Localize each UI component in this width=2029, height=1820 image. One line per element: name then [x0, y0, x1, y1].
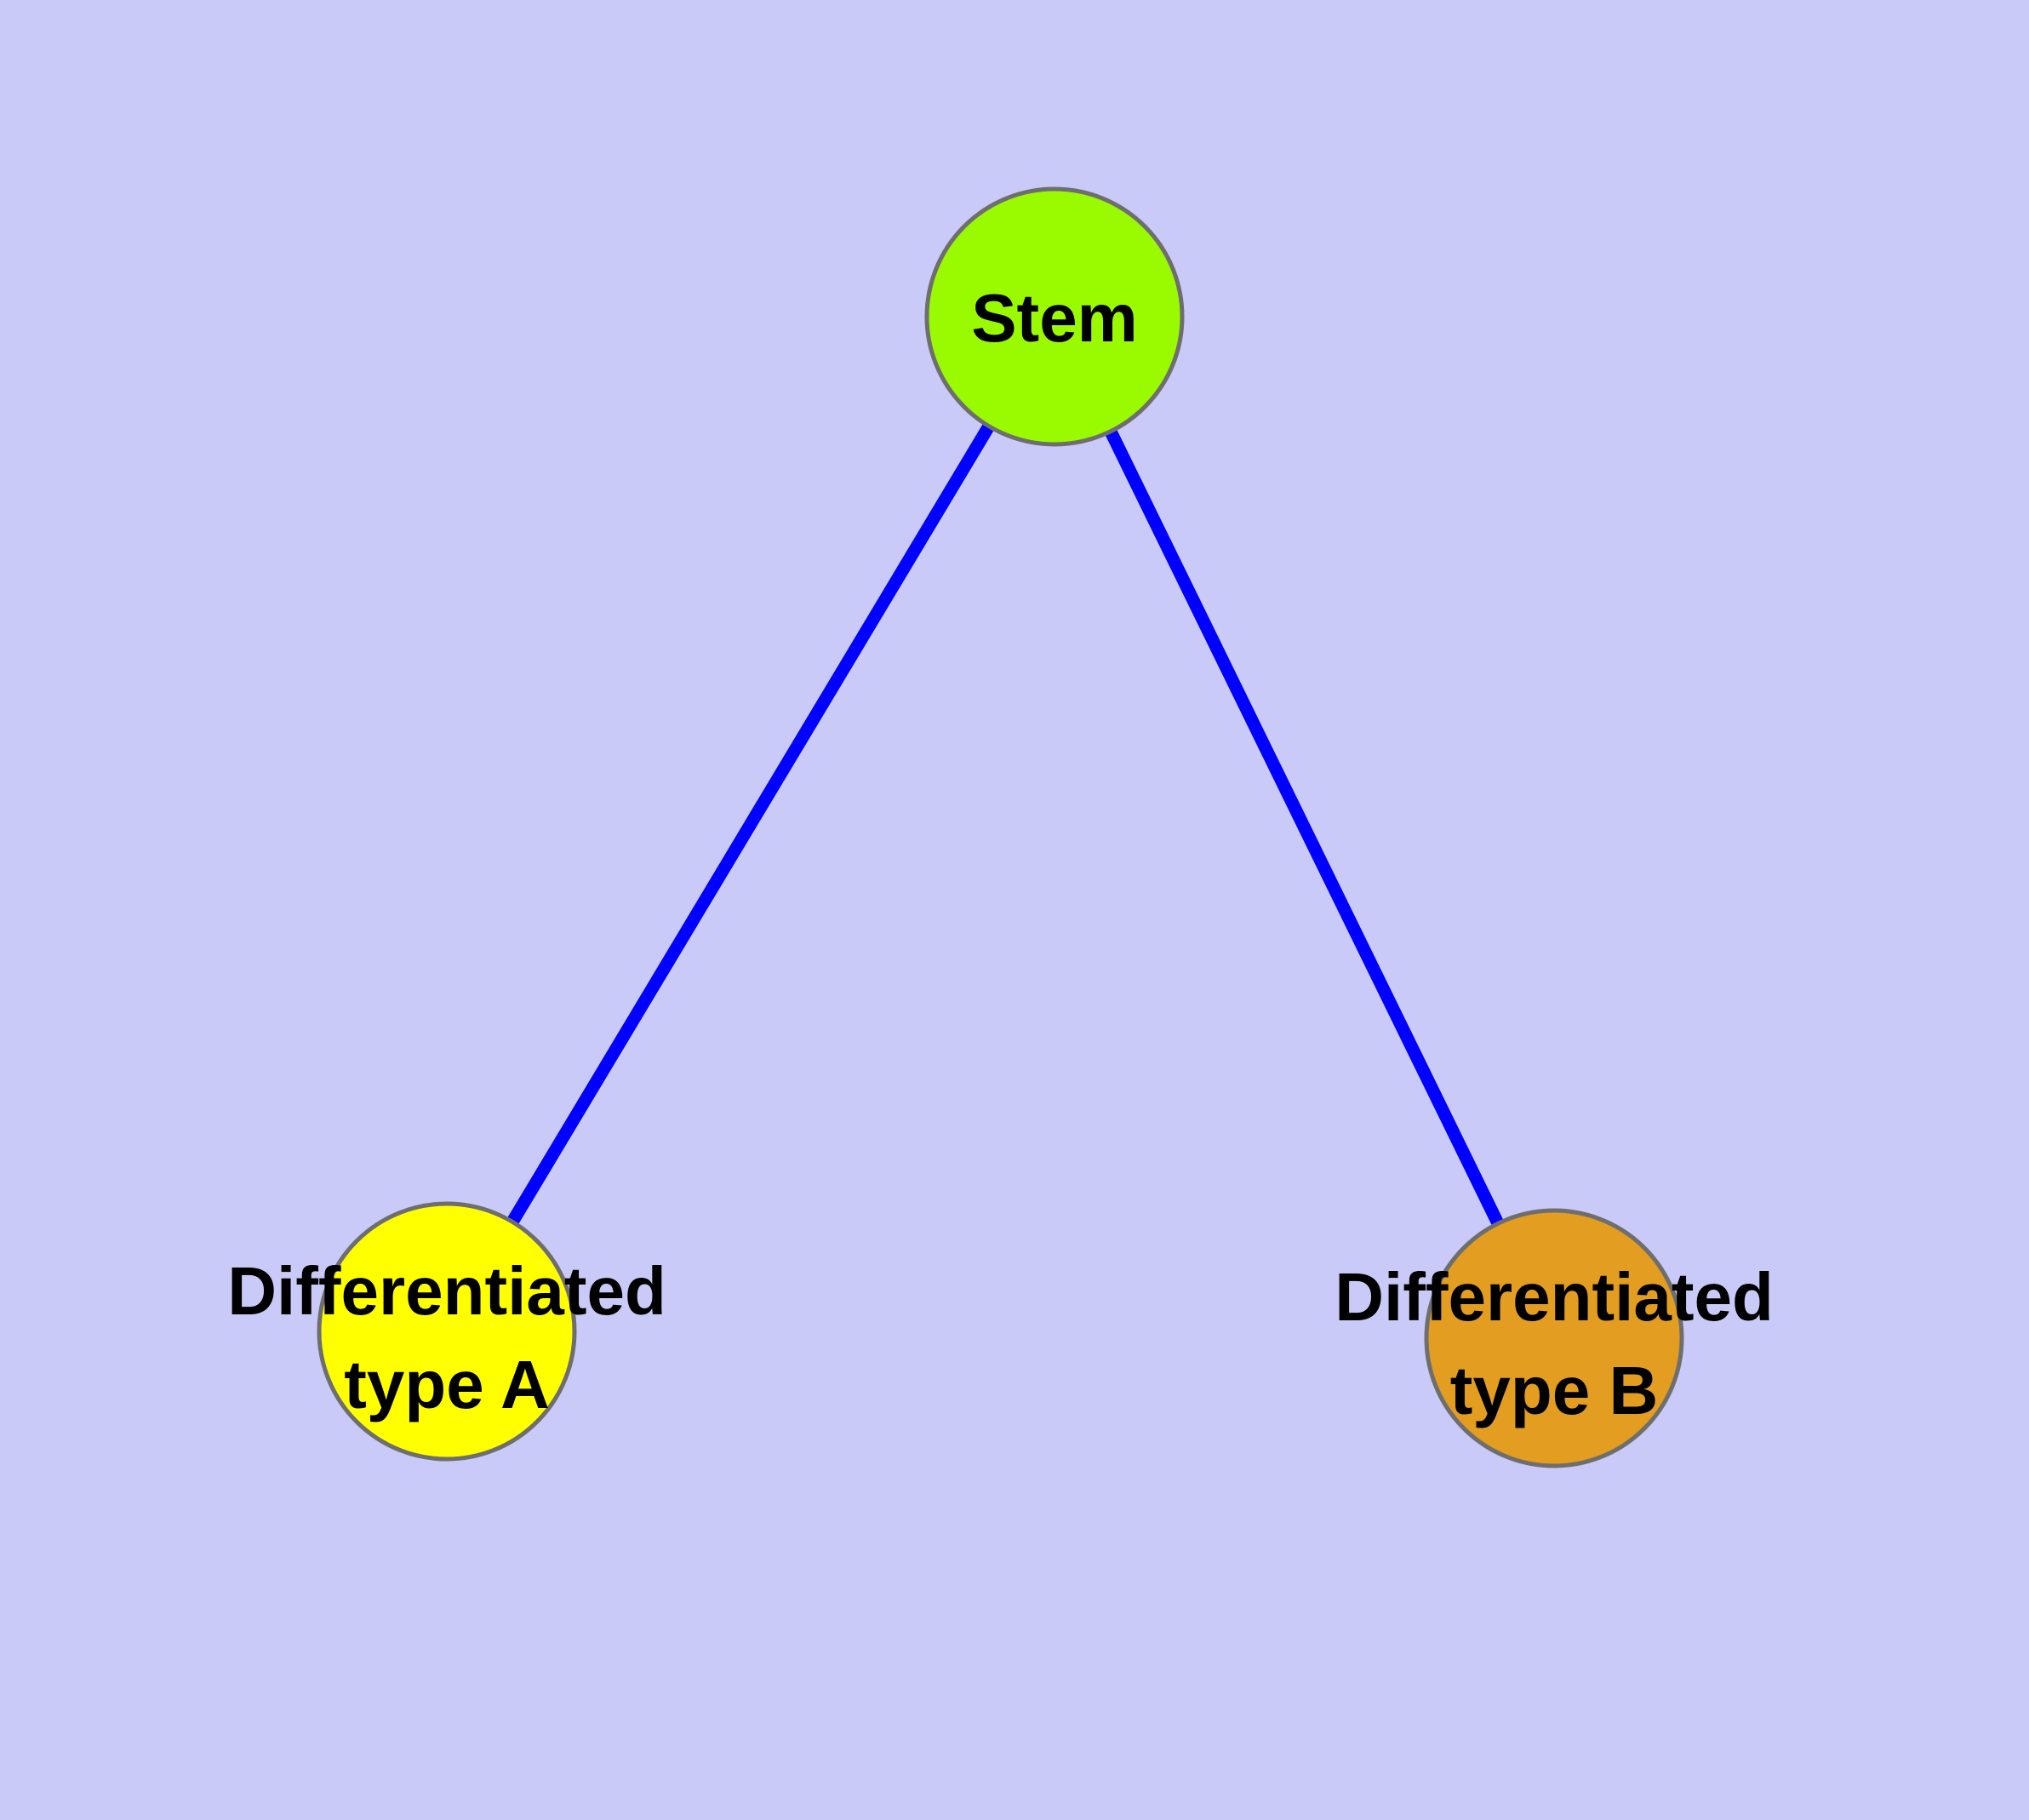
node-type-a-circle: [317, 1201, 577, 1462]
edge-stem-to-type-b: [1049, 313, 1560, 1342]
node-type-b-circle: [1424, 1208, 1684, 1468]
node-stem-circle: [924, 186, 1185, 447]
node-type-b-label-line2: type B: [1450, 1353, 1659, 1428]
node-type-a-label-line1: Differentiated: [227, 1253, 666, 1329]
node-type-a-label-line2: type A: [344, 1347, 550, 1422]
node-stem: Stem: [924, 186, 1185, 447]
edge-stem-to-type-a: [441, 313, 1060, 1335]
node-differentiated-type-a: Differentiated type A: [227, 1201, 666, 1462]
node-differentiated-type-b: Differentiated type B: [1335, 1208, 1774, 1468]
node-type-b-label-line1: Differentiated: [1335, 1259, 1774, 1335]
node-stem-label: Stem: [971, 280, 1138, 356]
